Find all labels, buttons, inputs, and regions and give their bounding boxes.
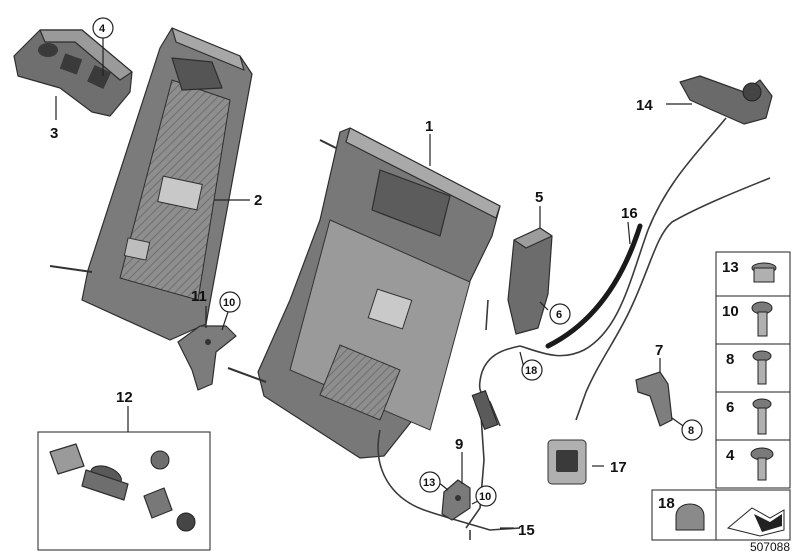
svg-text:4: 4 <box>99 23 106 35</box>
callout-2: 2 <box>254 192 262 209</box>
circled-callout-4: 4 <box>92 17 114 39</box>
kit-box <box>37 431 211 551</box>
torx-bolt-icon-10 <box>751 301 773 337</box>
callout-16: 16 <box>621 205 638 222</box>
panel-label-8: 8 <box>726 351 734 368</box>
small-parts-panel <box>651 251 791 541</box>
svg-text:18: 18 <box>525 365 537 377</box>
callout-labels: 1 2 3 5 7 9 11 12 14 15 16 17 4 6 8 10 1 <box>50 17 739 539</box>
callout-3: 3 <box>50 125 58 142</box>
torx-bolt-icon-4 <box>750 447 774 481</box>
switch-part <box>547 439 587 485</box>
nut-insert-icon <box>751 262 777 283</box>
callout-5: 5 <box>535 189 543 206</box>
callout-12: 12 <box>116 389 133 406</box>
angle-bracket-part <box>635 371 673 427</box>
callout-7: 7 <box>655 342 663 359</box>
svg-text:8: 8 <box>688 425 694 437</box>
svg-text:10: 10 <box>479 491 491 503</box>
panel-label-4: 4 <box>726 447 735 464</box>
callout-9: 9 <box>455 436 463 453</box>
panel-label-6: 6 <box>726 399 734 416</box>
callout-14: 14 <box>636 97 653 114</box>
panel-label-10: 10 <box>722 303 739 320</box>
cable-assembly <box>377 117 771 540</box>
circled-callout-8: 8 <box>681 419 703 441</box>
panel-label-13: 13 <box>722 259 739 276</box>
circled-callout-6: 6 <box>549 303 571 325</box>
callout-11: 11 <box>191 288 207 305</box>
kit-parts <box>49 443 196 532</box>
symbol-icon <box>726 507 785 537</box>
bracket-part <box>177 325 237 391</box>
cover-trim-part <box>13 29 133 117</box>
backrest-frame-part <box>227 127 501 459</box>
callout-17: 17 <box>610 459 627 476</box>
circled-callout-13: 13 <box>419 471 441 493</box>
panel-label-18: 18 <box>658 495 675 512</box>
torx-bolt-icon-8 <box>752 350 772 385</box>
release-handle-part <box>679 75 773 125</box>
svg-text:10: 10 <box>223 297 235 309</box>
callout-15: 15 <box>518 522 535 539</box>
svg-text:6: 6 <box>556 309 562 321</box>
circled-callout-10-upper: 10 <box>219 291 241 313</box>
svg-text:13: 13 <box>423 477 435 489</box>
lock-housing-part <box>507 227 553 335</box>
torx-bolt-icon-6 <box>752 398 772 435</box>
clip-icon <box>675 503 705 531</box>
callout-1: 1 <box>425 118 433 135</box>
circled-callout-10-lower: 10 <box>475 485 497 507</box>
circled-callout-18: 18 <box>521 359 543 381</box>
small-bracket-part <box>441 479 471 521</box>
catalog-number: 507088 <box>749 540 790 554</box>
